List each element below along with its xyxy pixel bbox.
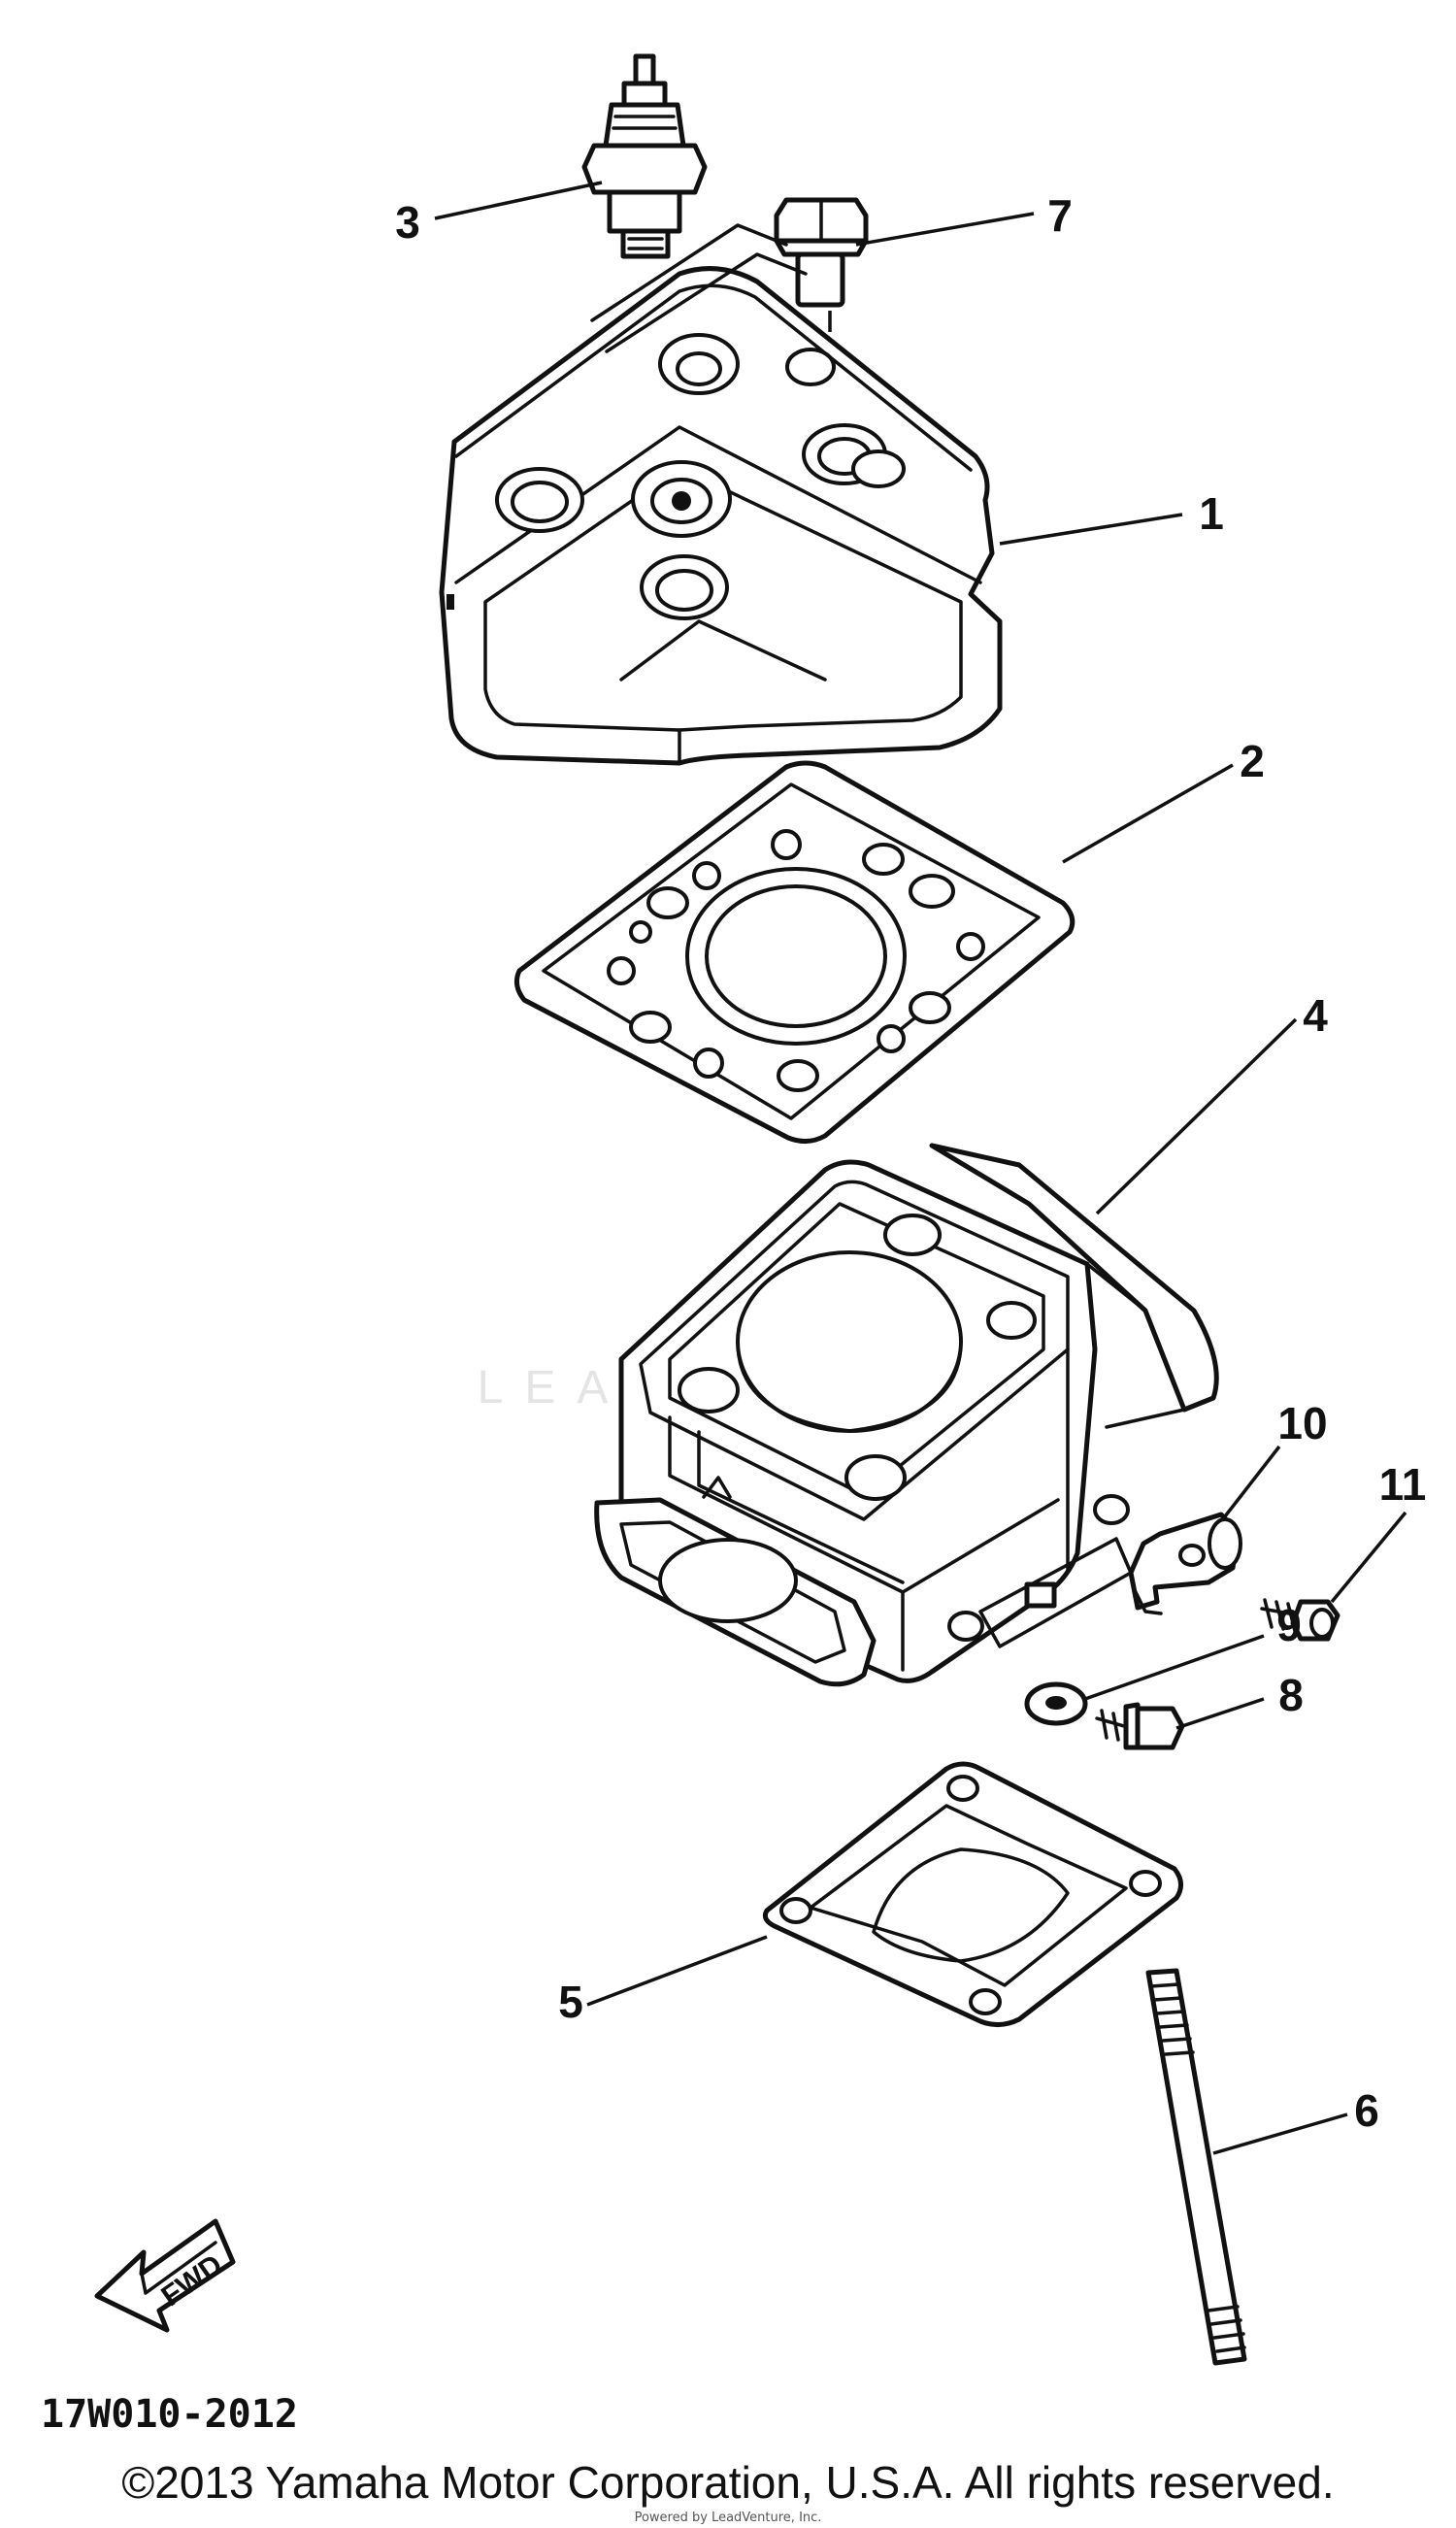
leader-lines <box>434 181 1407 2155</box>
cylinder-head <box>439 223 1003 766</box>
callout-9: 9 <box>1276 1600 1302 1650</box>
stud-bolt <box>1145 1968 1247 2366</box>
callout-10: 10 <box>1277 1398 1327 1448</box>
cylinder-head-bolt <box>774 197 869 308</box>
callout-5: 5 <box>558 1977 583 2027</box>
cylinder <box>594 1143 1219 1687</box>
flange-bolt <box>1095 1702 1185 1750</box>
figure-code: 17W010-2012 <box>41 2392 298 2437</box>
fitting-collar <box>1128 1512 1242 1615</box>
copyright-notice: ©2013 Yamaha Motor Corporation, U.S.A. A… <box>121 2457 1335 2508</box>
callout-8: 8 <box>1278 1670 1304 1720</box>
callout-4: 4 <box>1303 990 1328 1041</box>
spark-plug <box>581 53 708 259</box>
forward-direction-arrow: FWD <box>94 2218 236 2333</box>
callout-6: 6 <box>1354 2085 1379 2136</box>
callout-1: 1 <box>1199 488 1224 539</box>
washer <box>1024 1681 1088 1726</box>
callout-7: 7 <box>1047 190 1073 241</box>
powered-by-credit: Powered by LeadVenture, Inc. <box>634 2511 822 2525</box>
cylinder-head-gasket <box>513 760 1075 1144</box>
callout-2: 2 <box>1240 736 1265 786</box>
callout-11: 11 <box>1379 1459 1427 1510</box>
cylinder-base-gasket <box>762 1761 1183 2027</box>
callout-3: 3 <box>395 197 420 248</box>
small-screw <box>1260 1598 1340 1642</box>
